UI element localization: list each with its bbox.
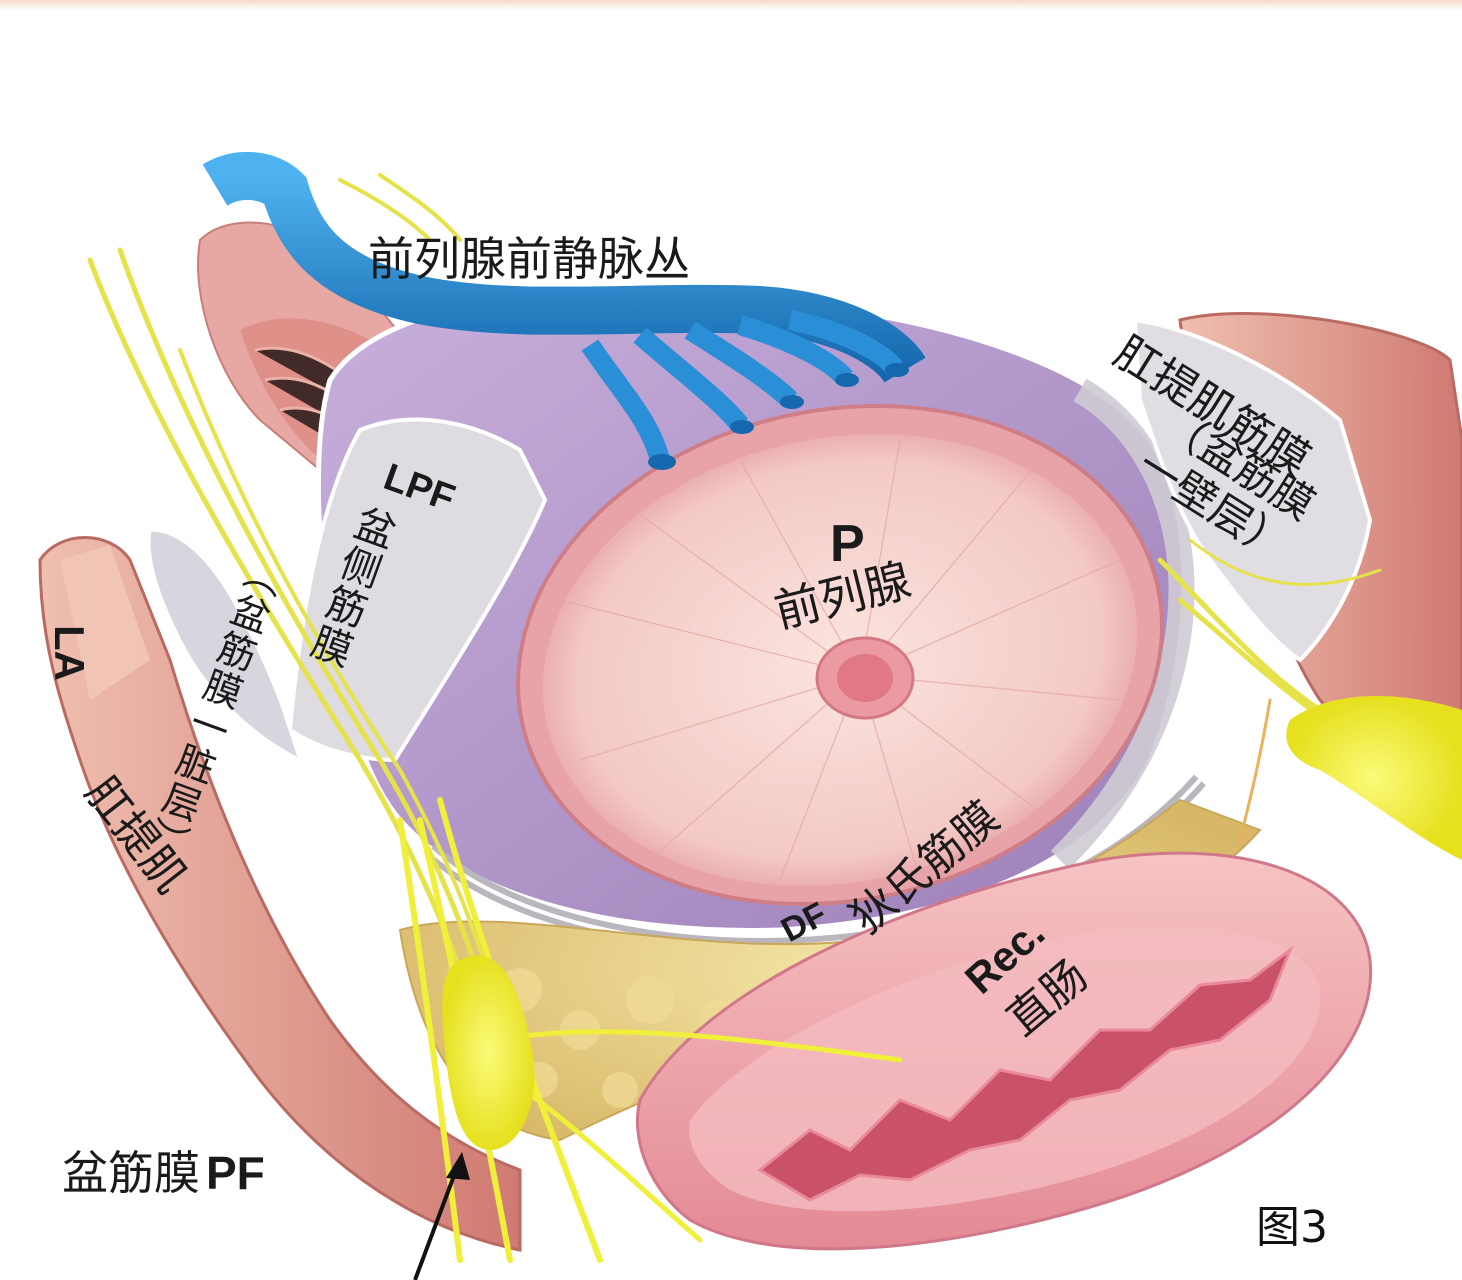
levator-fascia-flap (1132, 317, 1373, 663)
nerve-ganglion-left (442, 955, 535, 1150)
label-prostate-abbr: P (830, 515, 865, 573)
top-fade-band (0, 0, 1462, 10)
rectal-lumen (757, 945, 1294, 1202)
levator-ani-left (38, 536, 522, 1252)
label-pelvic-fascia-abbr: PF (206, 1147, 265, 1199)
figure-caption: 图3 (1256, 1202, 1328, 1253)
rectum (635, 851, 1373, 1251)
label-pelvic-fascia-cn: 盆筋膜 (62, 1146, 200, 1200)
nerve-bundle-right-trunk (1286, 696, 1462, 860)
label-la-abbr: LA (46, 625, 93, 681)
lateral-pelvic-fascia-flap (147, 417, 548, 763)
label-venous-plexus: 前列腺前静脉丛 (368, 232, 690, 286)
pointer-arrow (413, 1152, 470, 1280)
venous-plexus (202, 151, 926, 470)
prostate-radial-lines (559, 439, 1121, 881)
prostate-cross-section (516, 404, 1164, 906)
urethra-lumen (837, 654, 893, 702)
